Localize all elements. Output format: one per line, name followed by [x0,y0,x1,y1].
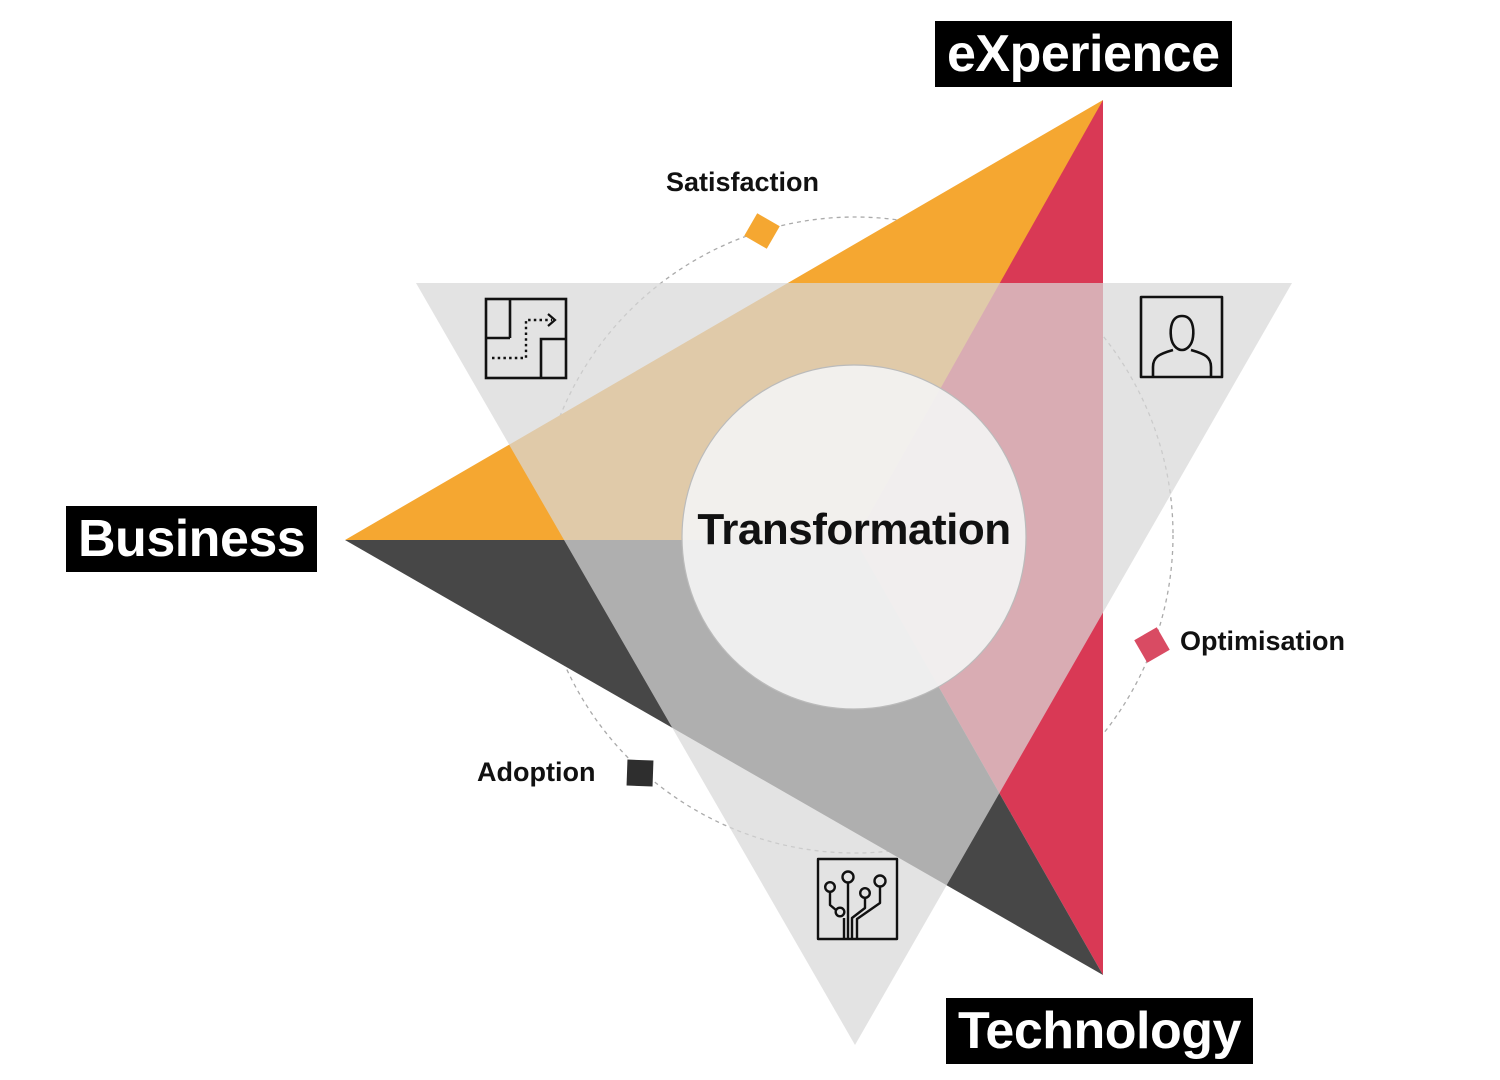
adoption-label: Adoption [477,757,596,787]
satisfaction-marker [744,213,780,249]
adoption-marker [626,759,654,787]
center-circle [681,364,1027,710]
experience-label: eXperience [935,21,1232,87]
optimisation-label: Optimisation [1180,626,1346,656]
technology-label: Technology [946,998,1253,1064]
satisfaction-label: Satisfaction [666,167,820,197]
transformation-label: Transformation [697,505,1011,554]
circuit-board-icon [816,857,899,941]
floor-plan-path-icon [484,297,568,380]
business-label: Business [66,506,318,572]
user-portrait-icon [1139,295,1224,379]
optimisation-marker [1134,627,1170,663]
